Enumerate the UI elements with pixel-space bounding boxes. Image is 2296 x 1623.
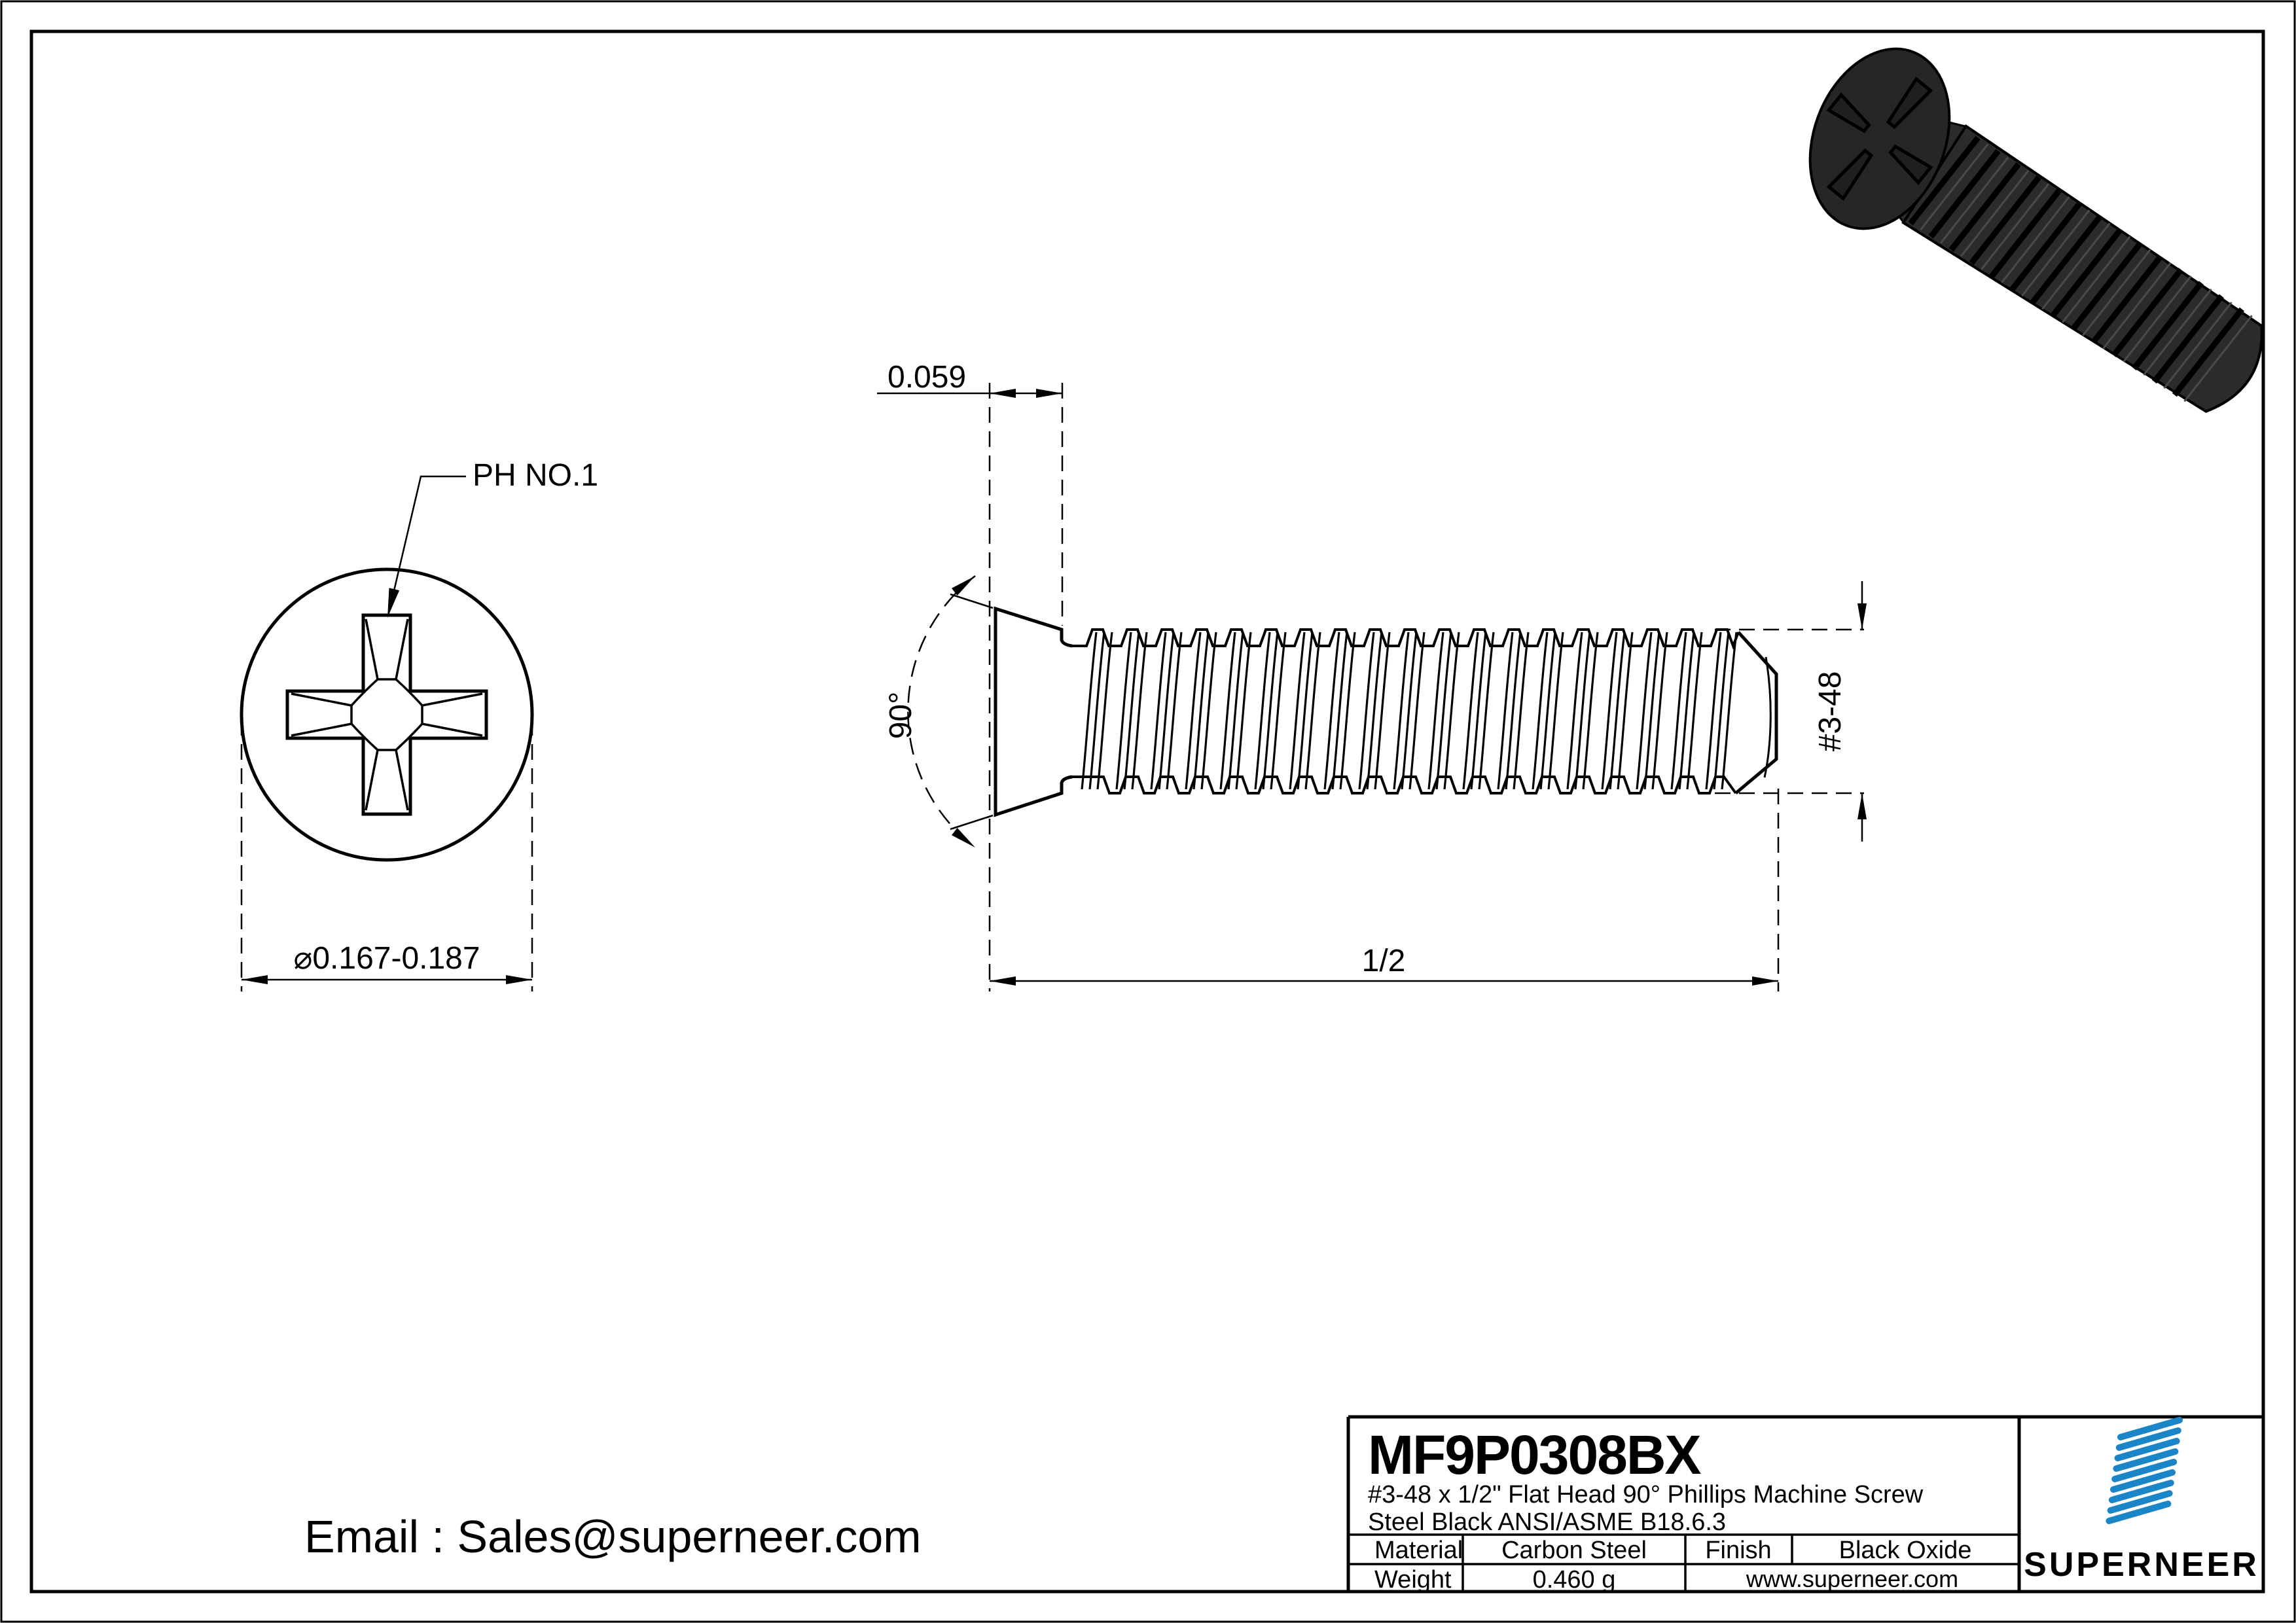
phillips-cross-outline (285, 613, 488, 816)
thread-ridge-highlight (2041, 223, 2111, 310)
thread-ridge-highlight (2082, 249, 2151, 336)
arc-arrowhead-top (952, 576, 975, 596)
thread-ridge-shadow (2131, 281, 2204, 370)
logo-stripe (2106, 1501, 2172, 1524)
thread-ridge-highlight (1939, 156, 2009, 244)
head-height-dimension: 0.059 (888, 360, 966, 395)
dim-arrowhead-down (1857, 603, 1867, 630)
title-block-border (1346, 1415, 2263, 1592)
side-extension-lines (988, 383, 1780, 991)
logo-stripe (2113, 1448, 2179, 1472)
countersink-angle-dimension: 90° (884, 692, 918, 740)
diameter-extension-lines (240, 720, 533, 991)
logo-stripe (2107, 1490, 2173, 1514)
website-link[interactable]: www.superneer.com (1746, 1565, 1958, 1592)
thread-ridge-shadow (2030, 215, 2102, 305)
title-block-grid (1348, 1533, 2019, 1592)
phillips-cross-wing-ends (350, 678, 423, 751)
angle-extension-ticks (950, 593, 994, 830)
part-description-line2: Steel Black ANSI/ASME B18.6.3 (1368, 1508, 1726, 1536)
front-view: PH NO.1 ⌀0.167-0.187 (240, 458, 598, 991)
thread-helix-lines (1081, 632, 1738, 790)
sales-email-text: Email : Sales@superneer.com (304, 1511, 922, 1562)
screw-3d-render (1808, 47, 2263, 413)
screw-3d-head (1808, 47, 1951, 230)
head-outline-circle (240, 567, 534, 862)
thread-ridge-shadow (2009, 202, 2082, 292)
thread-ridge-highlight (2163, 302, 2233, 389)
weight-label: Weight (1374, 1566, 1452, 1594)
screw-length-dimension: 1/2 (1362, 944, 1406, 978)
weight-value: 0.460 g (1533, 1566, 1616, 1594)
screw-tip-chamfer (1734, 631, 1778, 794)
brand-wordmark: SUPERNEER (2024, 1546, 2259, 1584)
screw-3d-thread-ridges (1908, 135, 2253, 402)
dim-arrowhead-up (1857, 793, 1867, 819)
finish-value: Black Oxide (1839, 1537, 1972, 1564)
finish-label: Finish (1705, 1537, 1771, 1564)
part-number: MF9P0308BX (1368, 1424, 1702, 1486)
dim-arrowhead-right (1036, 389, 1062, 398)
thread-ridge-highlight (2021, 209, 2090, 297)
thread-ridge-highlight (2123, 275, 2192, 363)
dim-arrowhead-left (990, 976, 1016, 986)
dim-arrowhead-right (506, 975, 532, 984)
phillips-driver-callout: PH NO.1 (473, 458, 598, 493)
dim-arrowhead-left (242, 975, 268, 984)
thread-ridge-highlight (1919, 143, 1989, 231)
thread-ridge-shadow (2090, 255, 2163, 344)
thread-ridge-shadow (1928, 149, 2001, 239)
thread-ridge-shadow (1989, 188, 2062, 278)
logo-stripe (2111, 1459, 2178, 1482)
thread-ridge-highlight (2143, 289, 2212, 376)
screw-3d-phillips-recess-icon (1826, 77, 1933, 201)
superneer-logo-icon (2106, 1417, 2183, 1524)
thread-ridge-shadow (1908, 135, 1981, 226)
thread-size-dimension: #3-48 (1813, 671, 1848, 752)
thread-ridge-highlight (2062, 236, 2131, 323)
screw-head-profile (994, 606, 1073, 817)
material-label: Material (1374, 1537, 1463, 1564)
logo-stripe (2108, 1480, 2174, 1503)
thread-ridge-shadow (2151, 294, 2224, 384)
thread-ridge-shadow (2050, 228, 2123, 318)
part-description-line1: #3-48 x 1/2" Flat Head 90° Phillips Mach… (1368, 1481, 1924, 1508)
screw-3d-shank (1901, 124, 2263, 413)
thread-dia-dashed-lines (1715, 628, 1864, 794)
logo-stripe (2117, 1417, 2183, 1440)
thread-ridge-shadow (2070, 241, 2143, 331)
drawing-frame (29, 29, 2265, 1594)
side-view: 0.059 90° #3-48 1/2 (877, 360, 1867, 991)
thread-ridge-shadow (1969, 175, 2041, 265)
phillips-cross-fillets (350, 678, 423, 751)
logo-stripe (2110, 1469, 2176, 1493)
thread-ridge-highlight (1960, 169, 2030, 257)
thread-ridge-highlight (2183, 315, 2253, 402)
thread-ridge-highlight (2102, 262, 2172, 349)
leader-arrowhead (387, 588, 400, 618)
angle-dimension-arc (907, 575, 976, 848)
thread-ridge-shadow (2172, 307, 2244, 397)
phillips-cross-tapers (291, 618, 483, 811)
thread-ridge-shadow (2111, 268, 2183, 357)
callout-leader-line (389, 475, 466, 608)
logo-stripe (2114, 1438, 2180, 1461)
logo-stripe (2115, 1427, 2181, 1451)
thread-ridge-shadow (1948, 162, 2021, 252)
material-value: Carbon Steel (1501, 1537, 1647, 1564)
thread-crests-bottom (1072, 776, 1737, 794)
thread-ridge-highlight (1981, 183, 2050, 270)
tip-chamfer-curve (1763, 656, 1772, 778)
dim-arrowhead-right (1752, 976, 1778, 986)
arc-arrowhead-bottom (952, 828, 975, 847)
head-diameter-dimension: ⌀0.167-0.187 (293, 941, 480, 976)
thread-ridge-highlight (2001, 196, 2070, 283)
title-block: MF9P0308BX #3-48 x 1/2" Flat Head 90° Ph… (1346, 1415, 2263, 1594)
dim-arrowhead-left (990, 389, 1016, 398)
